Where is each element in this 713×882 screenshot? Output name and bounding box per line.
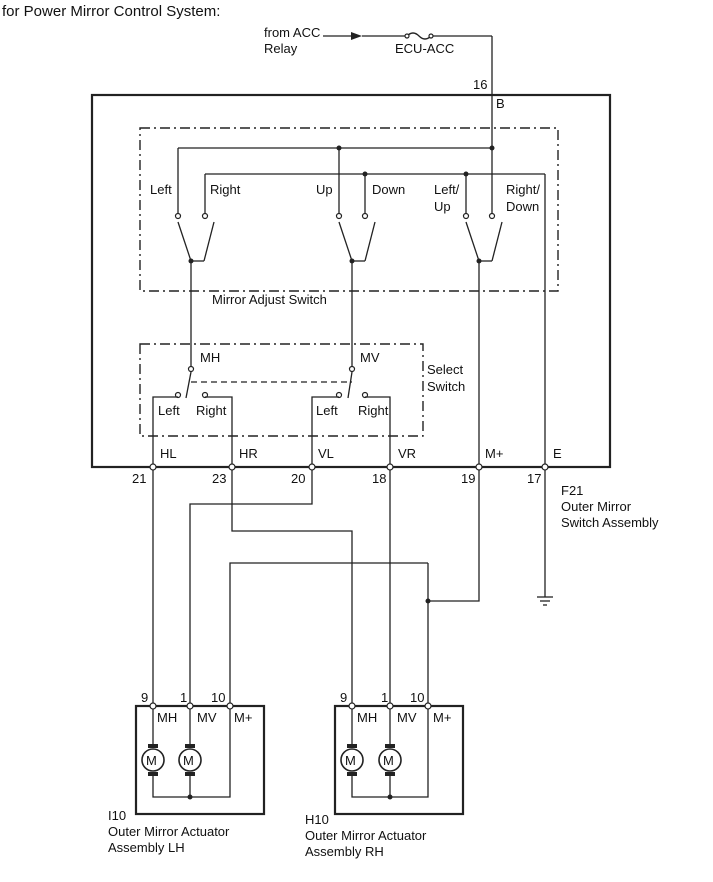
adjust-rightdown-label-2: Down	[506, 199, 539, 214]
actuator-rh-pin-9: 9	[340, 690, 347, 705]
terminal-hr-pin: 23	[212, 471, 226, 486]
adjust-left-label: Left	[150, 182, 172, 197]
diagram-title: for Power Mirror Control System:	[2, 3, 220, 20]
adjust-right-label: Right	[210, 182, 241, 197]
terminal-vr-pin: 18	[372, 471, 386, 486]
select-switch-outputs	[152, 396, 391, 467]
select-switch-mh	[174, 365, 209, 399]
switch-assembly-line2: Switch Assembly	[561, 515, 659, 530]
source-label: from ACC	[264, 25, 320, 40]
select-switch-box	[139, 343, 424, 437]
select-switch-label: Select	[427, 362, 464, 377]
harness-wiring	[152, 470, 480, 706]
select-left-a: Left	[158, 403, 180, 418]
terminal-hl-label: HL	[160, 446, 177, 461]
motor-icon: M	[345, 753, 356, 768]
terminal-mplus-label: M+	[485, 446, 503, 461]
motor-icon: M	[183, 753, 194, 768]
actuator-lh-code: I10	[108, 808, 126, 823]
actuator-lh-pin-1: 1	[180, 690, 187, 705]
actuator-lh-mh: MH	[157, 710, 177, 725]
actuator-rh-mv: MV	[397, 710, 417, 725]
select-mh-label: MH	[200, 350, 220, 365]
adjust-leftup-label-2: Up	[434, 199, 451, 214]
motor-icon: M	[383, 753, 394, 768]
terminal-vl-label: VL	[318, 446, 334, 461]
terminal-vl-pin: 20	[291, 471, 305, 486]
ground-bus	[204, 171, 546, 597]
actuator-rh-line1: Outer Mirror Actuator	[305, 828, 427, 843]
actuator-rh-mplus: M+	[433, 710, 451, 725]
actuator-rh-pin-1: 1	[381, 690, 388, 705]
ground-icon	[537, 596, 553, 606]
switch-assembly-line1: Outer Mirror	[561, 499, 632, 514]
adjust-rightdown-label: Right/	[506, 182, 540, 197]
mirror-adjust-switch-box	[139, 127, 559, 292]
terminal-hr-label: HR	[239, 446, 258, 461]
select-mv-label: MV	[360, 350, 380, 365]
terminal-b-pin: 16	[473, 77, 487, 92]
terminal-e-label: E	[553, 446, 562, 461]
adjust-down-label: Down	[372, 182, 405, 197]
terminal-b-label: B	[496, 96, 505, 111]
switch-contact-mplus	[462, 212, 503, 467]
actuator-rh-box	[333, 704, 465, 816]
select-right-b: Right	[358, 403, 389, 418]
actuator-lh-box	[134, 704, 266, 816]
actuator-lh-pin-9: 9	[141, 690, 148, 705]
power-bus	[177, 95, 495, 214]
switch-assembly-box	[90, 93, 612, 469]
source-arrow-icon	[323, 32, 362, 40]
fuse-label: ECU-ACC	[395, 41, 454, 56]
terminal-hl-pin: 21	[132, 471, 146, 486]
actuator-lh-mv: MV	[197, 710, 217, 725]
mirror-adjust-switch-label: Mirror Adjust Switch	[212, 292, 327, 307]
actuator-lh-line1: Outer Mirror Actuator	[108, 824, 230, 839]
motor-icon: M	[146, 753, 157, 768]
terminal-mplus-pin: 19	[461, 471, 475, 486]
actuator-rh-motors	[340, 709, 429, 800]
actuator-rh-mh: MH	[357, 710, 377, 725]
select-left-b: Left	[316, 403, 338, 418]
select-right-a: Right	[196, 403, 227, 418]
switch-contact-left-right	[174, 212, 215, 366]
switch-contact-up-down	[335, 212, 376, 366]
adjust-leftup-label: Left/	[434, 182, 460, 197]
actuator-rh-line2: Assembly RH	[305, 844, 384, 859]
terminal-vr-label: VR	[398, 446, 416, 461]
switch-assembly-code: F21	[561, 483, 583, 498]
select-switch-mv	[335, 365, 369, 399]
source-label-2: Relay	[264, 41, 298, 56]
actuator-rh-code: H10	[305, 812, 329, 827]
actuator-lh-pin-10: 10	[211, 690, 225, 705]
select-switch-label-2: Switch	[427, 379, 465, 394]
actuator-lh-motors	[141, 709, 231, 800]
terminal-e-pin: 17	[527, 471, 541, 486]
adjust-up-label: Up	[316, 182, 333, 197]
fuse-icon	[362, 32, 493, 95]
actuator-lh-mplus: M+	[234, 710, 252, 725]
actuator-lh-line2: Assembly LH	[108, 840, 185, 855]
actuator-rh-pin-10: 10	[410, 690, 424, 705]
